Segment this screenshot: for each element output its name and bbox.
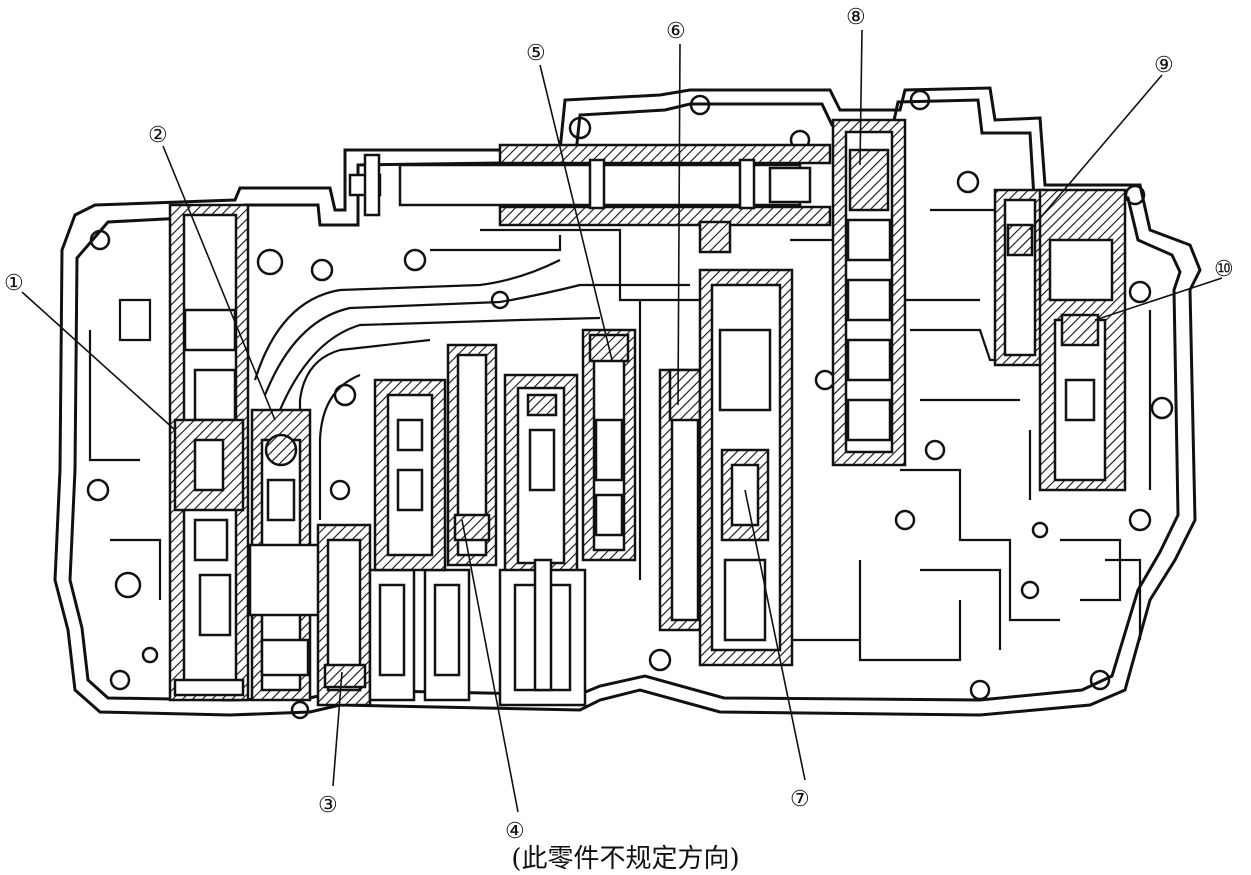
- manual-valve: [348, 143, 832, 254]
- valve-bore-5: [581, 328, 637, 562]
- valve-bore-center: [498, 373, 587, 707]
- valve-bore-4: [373, 343, 498, 572]
- leader-lines: [21, 29, 1223, 813]
- callout-5: ⑤: [526, 41, 546, 66]
- bolt-holes: [86, 89, 1174, 720]
- callout-9: ⑨: [1154, 53, 1174, 78]
- callout-2: ②: [148, 123, 168, 148]
- solenoid-3: [316, 523, 471, 707]
- valve-bore-9-10: [993, 188, 1127, 492]
- callout-3: ③: [318, 793, 338, 818]
- figure-caption: (此零件不规定方向): [511, 844, 740, 874]
- callout-10: ⑩: [1214, 257, 1234, 282]
- callout-4: ④: [505, 819, 525, 844]
- valve-bore-1: [168, 203, 250, 702]
- callout-7: ⑦: [790, 787, 810, 812]
- callout-6: ⑥: [666, 19, 686, 44]
- valve-bore-2: [248, 408, 322, 702]
- callout-1: ①: [4, 271, 24, 296]
- callouts: ① ② ③ ④ ⑤ ⑥ ⑦ ⑧ ⑨ ⑩: [4, 5, 1234, 844]
- valve-bore-8: [831, 118, 907, 467]
- callout-8: ⑧: [846, 5, 866, 30]
- valve-bore-6-7: [658, 268, 794, 667]
